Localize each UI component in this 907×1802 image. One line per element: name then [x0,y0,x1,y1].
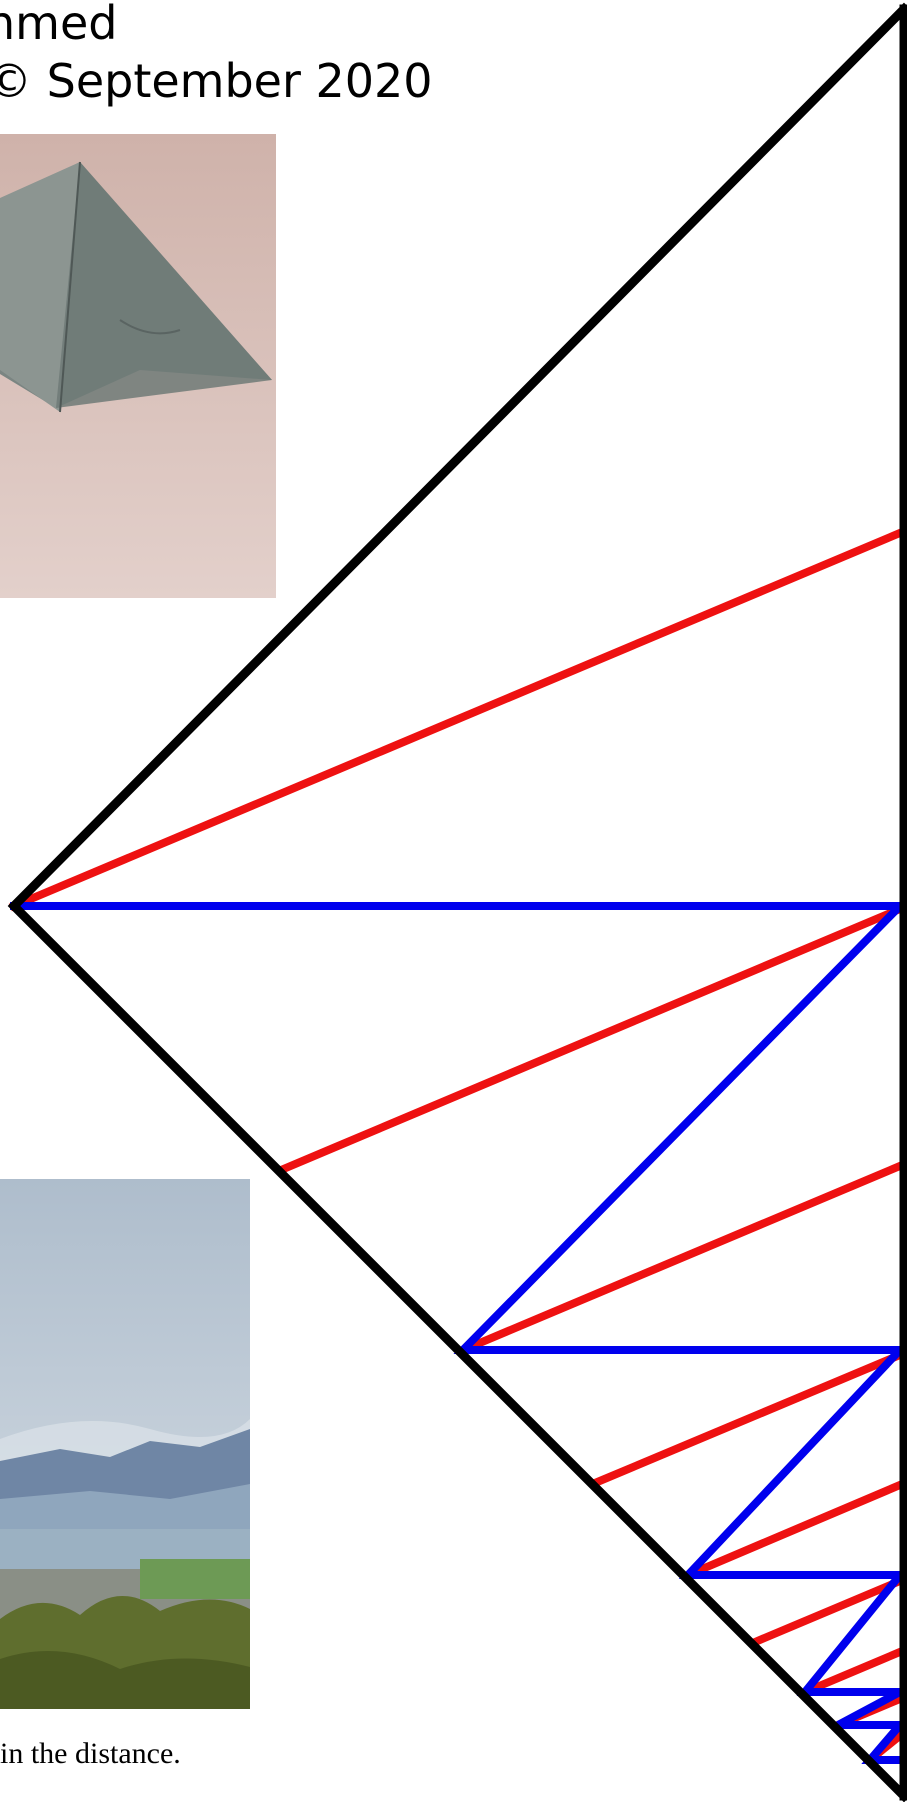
crease-pattern-diagram [0,0,907,1802]
